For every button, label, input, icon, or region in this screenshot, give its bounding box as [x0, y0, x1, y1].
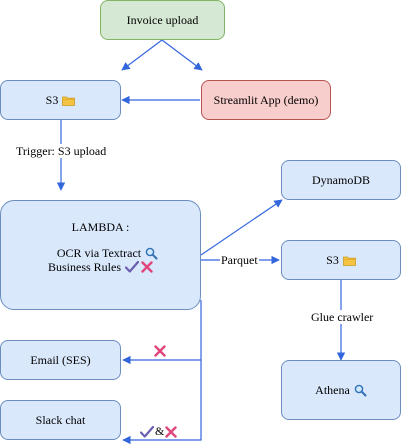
ampersand-label: & — [155, 424, 165, 438]
lambda-ocr-label: OCR via Textract — [56, 246, 142, 260]
glue-edge-label: Glue crawler — [310, 310, 375, 324]
streamlit-node[interactable]: Streamlit App (demo) — [201, 80, 331, 120]
magnifier-icon — [145, 247, 158, 259]
s3-right-node[interactable]: S3 — [281, 240, 401, 280]
s3-right-label: S3 — [326, 253, 339, 267]
email-label: Email (SES) — [30, 353, 91, 367]
lambda-title: LAMBDA : — [71, 220, 130, 234]
s3-top-node[interactable]: S3 — [0, 80, 121, 120]
streamlit-label: Streamlit App (demo) — [213, 93, 319, 107]
lambda-rules-row: Business Rules — [48, 260, 153, 274]
invoice-upload-label: Invoice upload — [126, 13, 199, 27]
edge-upload-to-s3 — [121, 39, 163, 71]
check-icon — [125, 261, 139, 273]
athena-node[interactable]: Athena — [281, 360, 401, 420]
athena-label: Athena — [315, 383, 350, 397]
folder-icon — [62, 96, 76, 106]
s3-top-label: S3 — [45, 93, 59, 107]
dynamodb-node[interactable]: DynamoDB — [281, 160, 401, 200]
lambda-node[interactable]: LAMBDA : OCR via Textract Business Rules — [0, 200, 201, 310]
cross-icon — [165, 425, 178, 438]
folder-icon — [342, 256, 356, 266]
slack-edge-marks: & — [140, 424, 178, 439]
parquet-edge-label: Parquet — [220, 253, 259, 267]
edge-upload-to-streamlit — [161, 39, 203, 71]
magnifier-icon — [354, 384, 367, 396]
cross-icon — [141, 261, 153, 273]
check-icon — [140, 425, 154, 438]
slack-label: Slack chat — [35, 413, 86, 427]
cross-icon — [154, 345, 166, 357]
trigger-edge-label: Trigger: S3 upload — [15, 144, 108, 158]
lambda-ocr-row: OCR via Textract — [57, 246, 158, 260]
slack-node[interactable]: Slack chat — [0, 400, 121, 440]
dynamodb-label: DynamoDB — [312, 173, 370, 187]
edge-lambda-to-slack — [122, 360, 202, 445]
lambda-rules-label: Business Rules — [47, 260, 121, 274]
invoice-upload-node[interactable]: Invoice upload — [100, 0, 225, 40]
edge-lambda-to-dynamodb — [200, 199, 283, 256]
email-node[interactable]: Email (SES) — [0, 340, 121, 380]
